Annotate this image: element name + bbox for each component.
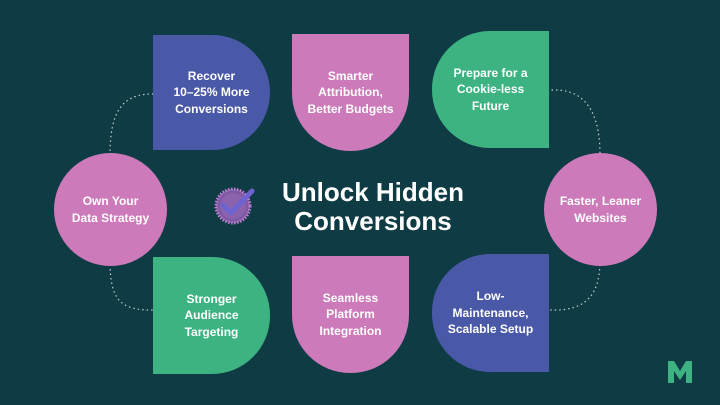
checkmark-badge-icon: [214, 187, 255, 225]
benefit-scalable-setup: Low- Maintenance, Scalable Setup: [432, 254, 549, 372]
benefit-label: Faster, Leaner Websites: [559, 193, 642, 225]
benefit-platform-integration: Seamless Platform Integration: [292, 256, 409, 373]
benefit-label: Low- Maintenance, Scalable Setup: [447, 289, 534, 337]
benefit-label: Stronger Audience Targeting: [184, 291, 239, 339]
benefit-audience-targeting: Stronger Audience Targeting: [153, 257, 270, 374]
benefit-smarter-attribution: Smarter Attribution, Better Budgets: [292, 34, 409, 151]
benefit-faster-websites: Faster, Leaner Websites: [544, 153, 657, 266]
m-logo-icon: [668, 361, 692, 383]
benefit-label: Prepare for a Cookie-less Future: [453, 65, 528, 113]
benefit-label: Smarter Attribution, Better Budgets: [307, 68, 394, 116]
benefit-recover-conversions: Recover 10–25% More Conversions: [153, 35, 270, 150]
benefit-label: Own Your Data Strategy: [71, 193, 150, 225]
diagram-title: Unlock Hidden Conversions: [281, 177, 464, 237]
benefit-label: Seamless Platform Integration: [319, 290, 382, 338]
benefit-data-strategy: Own Your Data Strategy: [54, 153, 167, 266]
benefit-label: Recover 10–25% More Conversions: [173, 68, 250, 116]
benefit-cookieless-future: Prepare for a Cookie-less Future: [432, 31, 549, 148]
